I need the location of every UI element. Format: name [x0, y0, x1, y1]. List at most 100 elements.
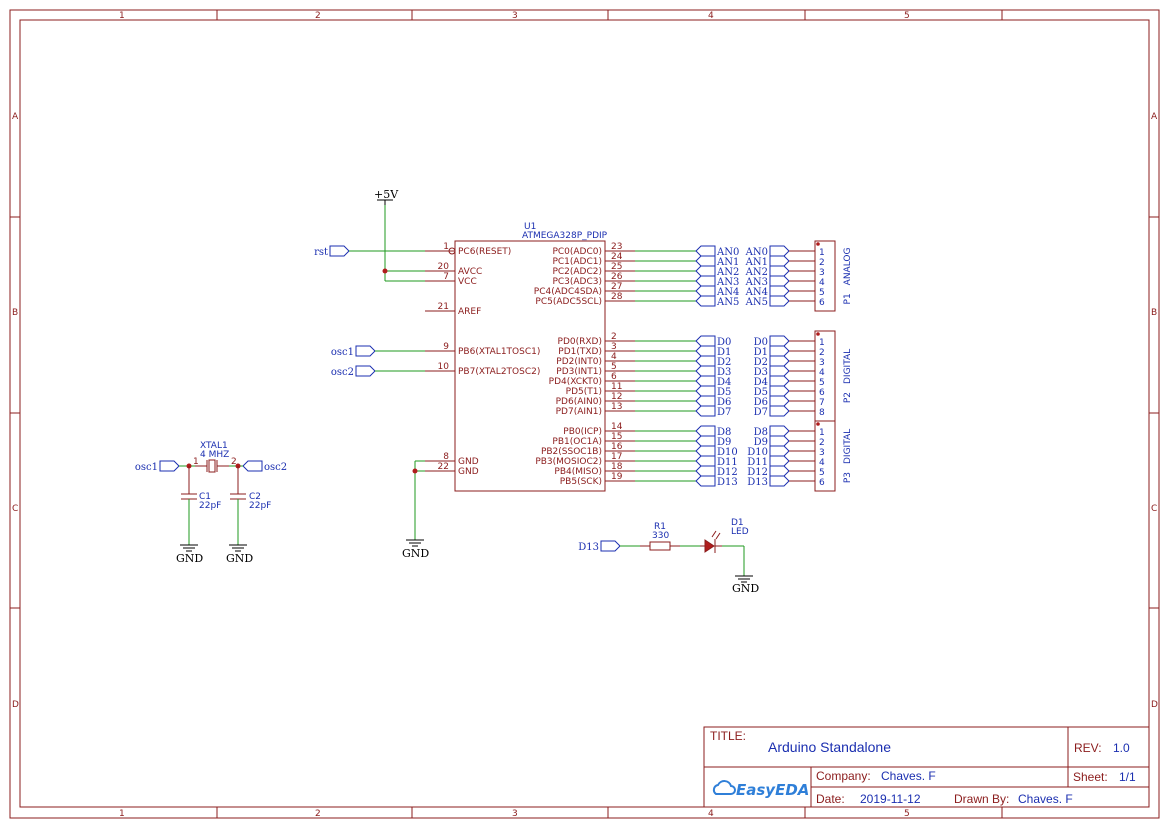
header-P2-label: P2 DIGITAL [843, 349, 853, 403]
header-P2-netflag-D3 [769, 365, 790, 377]
u1-pin-name-4: PD2(INT0) [556, 357, 602, 367]
gnd-symbol: GND [402, 539, 429, 560]
u1-pin-name-13: PD7(AIN1) [556, 407, 602, 417]
grid-col-bottom-4: 4 [708, 809, 714, 819]
net-label-AN0: AN0 [716, 247, 739, 258]
header-P3-netflag-D11 [769, 455, 790, 467]
grid-col-bottom-3: 3 [512, 809, 518, 819]
header-P3-pin-3: 3 [819, 448, 825, 458]
u1-pin-name-24: PC1(ADC1) [552, 257, 602, 267]
company-value: Chaves. F [881, 769, 936, 783]
led-gnd-label: GND [732, 582, 759, 595]
header-P1-net-AN1: AN1 [745, 257, 768, 268]
grid-col-bottom-2: 2 [315, 809, 321, 819]
header-P2-net-D3: D3 [754, 367, 768, 378]
header-P3-label: P3DIGITAL [843, 429, 853, 483]
header-P1-netflag-AN2 [769, 265, 790, 277]
netflag-D5 [695, 385, 716, 397]
u1-pin-num-7: 7 [443, 272, 449, 282]
header-P1-pin-2: 2 [819, 258, 825, 268]
u1-pin-num-12: 12 [611, 392, 622, 402]
u1-pin-name-23: PC0(ADC0) [552, 247, 602, 257]
rev-value: 1.0 [1113, 741, 1130, 755]
u1-pin-name-12: PD6(AIN0) [556, 397, 602, 407]
header-P3-netflag-D9 [769, 435, 790, 447]
company-label: Company: [816, 769, 871, 783]
sheet-label: Sheet: [1073, 770, 1108, 784]
u1-pin-num-11: 11 [611, 382, 622, 392]
grid-row-right-A: A [1151, 112, 1158, 122]
net-label-D0: D0 [717, 337, 731, 348]
u1-pin-num-4: 4 [611, 352, 617, 362]
netflag-D4 [695, 375, 716, 387]
grid-row-right-B: B [1151, 308, 1157, 318]
netflag-D1 [695, 345, 716, 357]
u1-pin-num-13: 13 [611, 402, 622, 412]
net-label-AN3: AN3 [716, 277, 739, 288]
u1-pin-num-20: 20 [438, 262, 450, 272]
u1-pin-name-15: PB1(OC1A) [552, 437, 602, 447]
net-label-AN1: AN1 [716, 257, 739, 268]
u1-pin-num-25: 25 [611, 262, 622, 272]
logo-text: EasyEDA [736, 781, 809, 799]
header-P2-designator: P2 [843, 392, 853, 403]
header-P3-body [814, 420, 836, 492]
grid-row-left-A: A [12, 112, 19, 122]
net-label-D12: D12 [717, 467, 738, 478]
xtal-osc2-label: osc2 [264, 462, 287, 473]
date-value: 2019-11-12 [860, 792, 921, 806]
u1-pin-name-8: GND [458, 457, 479, 467]
c2-gnd-label: GND [226, 552, 253, 565]
u1-pin-num-5: 5 [611, 362, 617, 372]
c1-value: 22pF [199, 501, 221, 511]
header-P1-pin-5: 5 [819, 288, 825, 298]
u1-pin-name-7: VCC [458, 277, 477, 287]
net-label-D2: D2 [717, 357, 731, 368]
header-P1-netflag-AN1 [769, 255, 790, 267]
r1-value: 330 [652, 531, 669, 541]
header-P1-net-AN4: AN4 [745, 287, 768, 298]
u1-pin-num-26: 26 [611, 272, 623, 282]
netflag-AN4 [695, 285, 716, 297]
c1-gnd-label: GND [176, 552, 203, 565]
header-P2-netflag-D6 [769, 395, 790, 407]
grid-col-bottom-1: 1 [119, 809, 125, 819]
header-P3-pin-1: 1 [819, 428, 825, 438]
grid-row-right-C: C [1151, 504, 1157, 514]
header-P3-netflag-D13 [769, 475, 790, 487]
header-P3-netflag-D12 [769, 465, 790, 477]
header-P1-designator: P1 [843, 293, 853, 304]
header-P1-body [814, 240, 836, 312]
netflag-D8 [695, 425, 716, 437]
grid-row-left-D: D [12, 700, 19, 710]
u1-pin-num-18: 18 [611, 462, 623, 472]
header-P3-net-D8: D8 [754, 427, 768, 438]
u1-pin-name-27: PC4(ADC4SDA) [534, 287, 602, 297]
u1-pin-name-9: PB6(XTAL1TOSC1) [458, 347, 540, 357]
u1-pin-name-5: PD3(INT1) [556, 367, 602, 377]
grid-col-top-3: 3 [512, 11, 518, 21]
u1-pin-name-3: PD1(TXD) [558, 347, 602, 357]
led-value: LED [731, 527, 749, 537]
led-d13-label: D13 [578, 542, 599, 553]
header-P2-net-D2: D2 [754, 357, 768, 368]
u1-pin-num-21: 21 [438, 302, 449, 312]
title-block: TITLE: Arduino Standalone REV: 1.0 Compa… [703, 726, 1150, 808]
gnd-label: GND [402, 547, 429, 560]
title-value: Arduino Standalone [768, 739, 891, 755]
header-P2-pin-6: 6 [819, 388, 825, 398]
header-P2-type: DIGITAL [843, 349, 853, 384]
u1-pin-num-15: 15 [611, 432, 622, 442]
header-P2-pin-7: 7 [819, 398, 825, 408]
date-label: Date: [816, 792, 845, 806]
header-P2-net-D0: D0 [754, 337, 768, 348]
u1-pin-name-28: PC5(ADC5SCL) [535, 297, 602, 307]
u1-pin-name-16: PB2(SSOC1B) [541, 447, 602, 457]
sheet-frame [9, 9, 1160, 819]
netflag-D12 [695, 465, 716, 477]
u1-pin-name-10: PB7(XTAL2TOSC2) [458, 367, 540, 377]
u1-pin-name-6: PD4(XCKT0) [549, 377, 602, 387]
netflag-AN0 [695, 245, 716, 257]
